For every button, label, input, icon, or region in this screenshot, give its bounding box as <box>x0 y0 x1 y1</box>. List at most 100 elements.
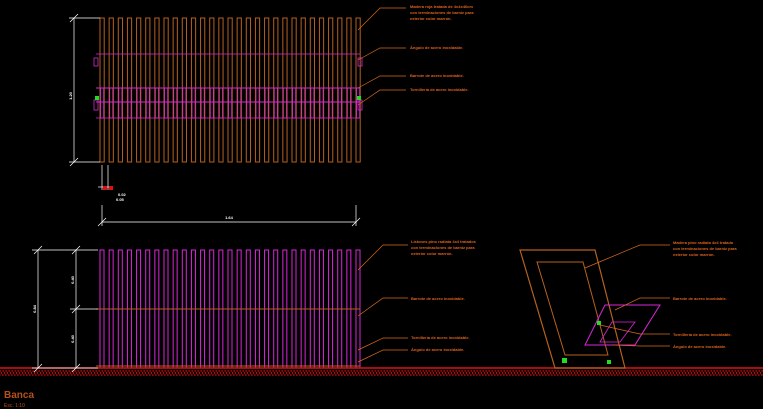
ground-hatch-stroke <box>110 369 115 377</box>
ground-hatch-stroke <box>86 369 91 377</box>
ground-hatch-stroke <box>617 369 622 377</box>
plan-dimensions <box>69 13 361 227</box>
plan-steel-segment <box>164 87 168 119</box>
plan-bracket-right-top <box>357 57 363 67</box>
ground-hatch-stroke <box>317 369 322 377</box>
plan-slat <box>209 17 215 163</box>
ground-hatch-stroke <box>185 369 190 377</box>
ground-hatch-stroke <box>137 369 142 377</box>
plan-slat <box>200 17 206 163</box>
plan-steel-segment <box>328 87 333 119</box>
plan-slat <box>309 17 315 163</box>
ground-hatch-stroke <box>71 369 76 377</box>
ground-hatch-stroke <box>482 369 487 377</box>
ground-hatch-stroke <box>506 369 511 377</box>
elev-note-2: Barrote de acero inoxidable. <box>411 296 465 301</box>
ground-hatch-stroke <box>251 369 256 377</box>
ground-hatch-stroke <box>704 369 709 377</box>
ground-hatch-stroke <box>311 369 316 377</box>
ground-hatch-stroke <box>206 369 211 377</box>
ground-hatch-stroke <box>749 369 754 377</box>
ground-hatch-stroke <box>608 369 613 377</box>
elevation-view-frame <box>96 308 360 367</box>
ground-hatch-stroke <box>407 369 412 377</box>
ground-hatch-stroke <box>401 369 406 377</box>
elev-note-4: Ángulo de acero inoxidable. <box>411 347 464 352</box>
ground-hatch-stroke <box>179 369 184 377</box>
ground-hatch-stroke <box>98 369 103 377</box>
ground-hatch-stroke <box>227 369 232 377</box>
plan-height-label: 1.20 <box>68 91 73 100</box>
plan-slat <box>236 17 242 163</box>
ground-hatch-stroke <box>170 369 175 377</box>
ground-hatch-stroke <box>689 369 694 377</box>
plan-steel-segment <box>182 87 187 119</box>
ground-hatch-stroke <box>50 369 55 377</box>
section-outer-profile <box>519 249 626 369</box>
ground-hatch-stroke <box>533 369 538 377</box>
drawing-title: Banca <box>4 390 34 401</box>
ground-hatch-stroke <box>56 369 61 377</box>
ground-hatch-stroke <box>104 369 109 377</box>
elev-lower-label: 0.40 <box>70 334 75 343</box>
ground-hatch-stroke <box>680 369 685 377</box>
ground-hatch-stroke <box>524 369 529 377</box>
ground-hatch-stroke <box>650 369 655 377</box>
ground-hatch-stroke <box>140 369 145 377</box>
plan-slat <box>154 17 160 163</box>
ground-hatch-stroke <box>515 369 520 377</box>
ground-hatch-stroke <box>44 369 49 377</box>
plan-slat <box>245 17 251 163</box>
ground-hatch-stroke <box>374 369 379 377</box>
section-bolt-2 <box>562 358 567 363</box>
ground-hatch-stroke <box>737 369 742 377</box>
ground-hatch-stroke <box>65 369 70 377</box>
ground-hatch-stroke <box>212 369 217 377</box>
ground-hatch-stroke <box>245 369 250 377</box>
ground-hatch-stroke <box>449 369 454 377</box>
ground-hatch-stroke <box>575 369 580 377</box>
ground-hatch-stroke <box>404 369 409 377</box>
ground-hatch-stroke <box>578 369 583 377</box>
ground-hatch-stroke <box>62 369 67 377</box>
ground-hatch-stroke <box>278 369 283 377</box>
ground-hatch-stroke <box>602 369 607 377</box>
section-inner-profile <box>536 261 609 356</box>
plan-view-frame <box>93 57 363 111</box>
plan-slat <box>108 17 114 163</box>
ground-hatch-stroke <box>632 369 637 377</box>
ground-hatch-stroke <box>542 369 547 377</box>
section-note-2: Barrote de acero inoxidable. <box>673 296 727 301</box>
section-seat-bracket-inner <box>599 321 636 343</box>
plan-slat <box>99 17 105 163</box>
ground-hatch-stroke <box>527 369 532 377</box>
elevation-dimensions <box>32 245 98 373</box>
ground-hatch-stroke <box>236 369 241 377</box>
ground-hatch-stroke <box>269 369 274 377</box>
ground-hatch-stroke <box>422 369 427 377</box>
ground-hatch-stroke <box>548 369 553 377</box>
plan-slat <box>190 17 197 163</box>
ground-hatch-stroke <box>77 369 82 377</box>
ground-hatch-stroke <box>662 369 667 377</box>
ground-hatch-stroke <box>224 369 229 377</box>
ground-hatch-stroke <box>509 369 514 377</box>
ground-hatch-stroke <box>419 369 424 377</box>
ground-hatch-stroke <box>731 369 736 377</box>
plan-steel-segment <box>209 87 214 119</box>
ground-hatch-stroke <box>479 369 484 377</box>
plan-steel-segment <box>283 87 287 119</box>
ground-hatch-stroke <box>755 369 760 377</box>
ground-hatch-stroke <box>455 369 460 377</box>
ground-hatch-stroke <box>74 369 79 377</box>
ground-hatch-stroke <box>200 369 205 377</box>
plan-slat <box>300 17 306 163</box>
section-view <box>519 249 661 369</box>
ground-hatch-stroke <box>530 369 535 377</box>
plan-note-2: Ángulo de acero inoxidable. <box>410 45 463 50</box>
ground-hatch-stroke <box>656 369 661 377</box>
ground-hatch-stroke <box>377 369 382 377</box>
plan-steel-segment <box>310 87 315 119</box>
ground-hatch-stroke <box>242 369 247 377</box>
ground-hatch-stroke <box>197 369 202 377</box>
